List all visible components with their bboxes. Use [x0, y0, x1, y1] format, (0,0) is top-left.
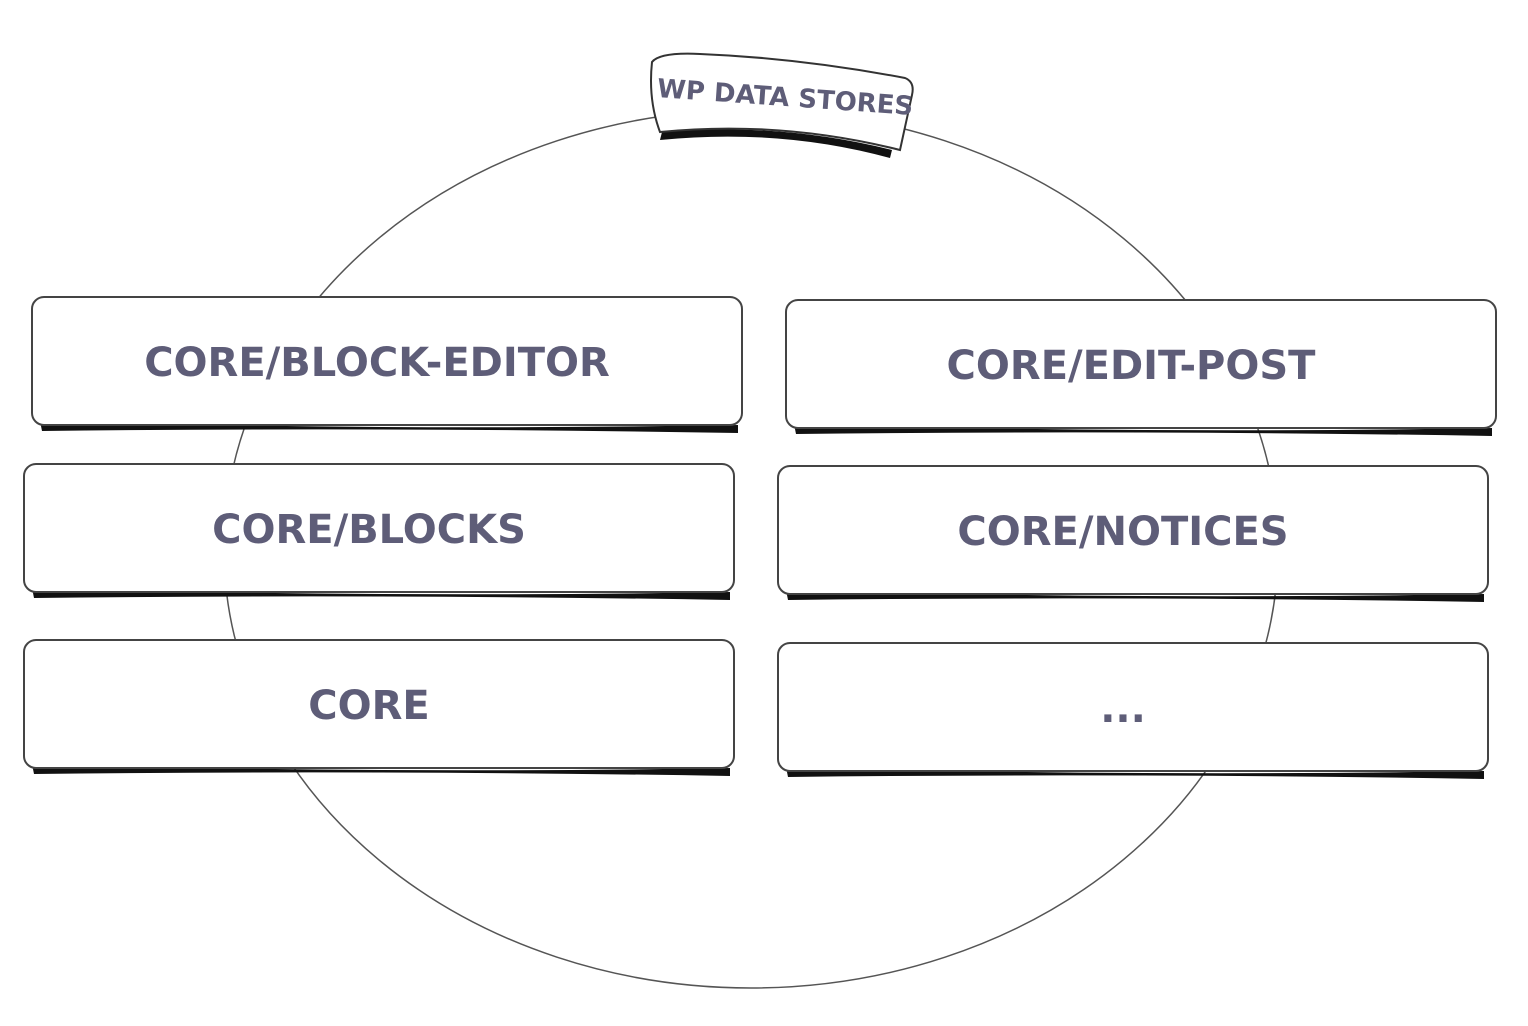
- box-shadow: [786, 590, 1484, 602]
- box-shadow: [794, 424, 1492, 436]
- box-outline: [31, 296, 743, 426]
- title-banner: WP DATA STORES: [650, 52, 914, 158]
- box-outline: [23, 463, 735, 593]
- store-box: CORE/BLOCK-EDITOR: [31, 296, 743, 433]
- box-shadow: [40, 421, 738, 433]
- box-outline: [23, 639, 735, 769]
- store-box: ...: [777, 642, 1489, 779]
- store-box: CORE/BLOCKS: [23, 463, 735, 600]
- store-label: CORE: [308, 683, 429, 729]
- store-box: CORE/EDIT-POST: [785, 299, 1497, 436]
- store-box: CORE: [23, 639, 735, 776]
- box-shadow: [786, 767, 1484, 779]
- store-box: CORE/NOTICES: [777, 465, 1489, 602]
- store-label: ...: [1100, 686, 1146, 732]
- box-shadow: [32, 764, 730, 776]
- box-outline: [777, 465, 1489, 595]
- store-label: CORE/EDIT-POST: [947, 343, 1317, 389]
- store-label: CORE/NOTICES: [957, 509, 1288, 555]
- box-shadow: [32, 588, 730, 600]
- box-outline: [785, 299, 1497, 429]
- store-label: CORE/BLOCKS: [212, 507, 526, 553]
- box-outline: [777, 642, 1489, 772]
- store-label: CORE/BLOCK-EDITOR: [144, 340, 610, 386]
